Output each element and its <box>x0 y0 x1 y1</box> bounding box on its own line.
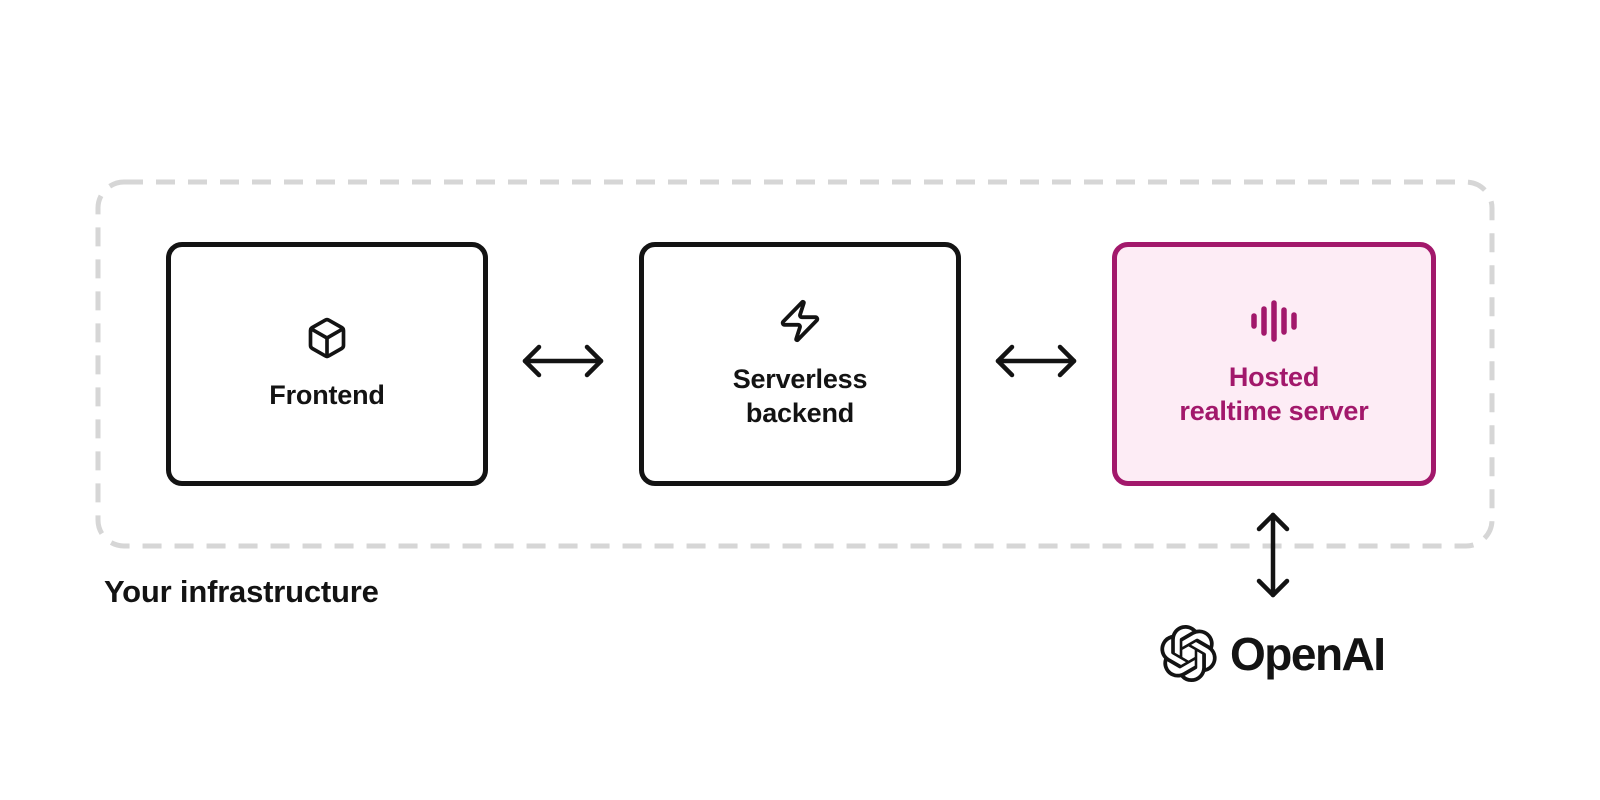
infrastructure-boundary <box>95 179 1495 554</box>
openai-logo-icon <box>1160 625 1217 682</box>
node-serverless-backend-label-line1: Serverless <box>732 364 868 394</box>
node-serverless-backend-label-line2: backend <box>745 398 855 428</box>
arrow-realtime-openai <box>1250 504 1296 611</box>
waveform-icon <box>1250 300 1298 342</box>
infrastructure-caption: Your infrastructure <box>104 574 379 609</box>
node-hosted-realtime-server-label-line1: Hosted <box>1228 362 1320 392</box>
node-frontend: Frontend <box>166 242 488 486</box>
cube-icon <box>305 316 349 360</box>
openai-wordmark: OpenAI <box>1230 627 1386 680</box>
node-serverless-backend-label: Serverless backend <box>733 362 868 430</box>
node-hosted-realtime-server-label-line2: realtime server <box>1179 396 1369 426</box>
node-frontend-label: Frontend <box>269 380 385 410</box>
node-serverless-backend: Serverless backend <box>639 242 961 486</box>
node-hosted-realtime-server: Hosted realtime server <box>1112 242 1436 486</box>
arrow-backend-realtime <box>987 338 1085 389</box>
node-hosted-realtime-server-label: Hosted realtime server <box>1179 360 1368 428</box>
lightning-icon <box>777 298 823 344</box>
arrow-frontend-backend <box>514 338 612 389</box>
openai-brand: OpenAI <box>1160 625 1386 682</box>
